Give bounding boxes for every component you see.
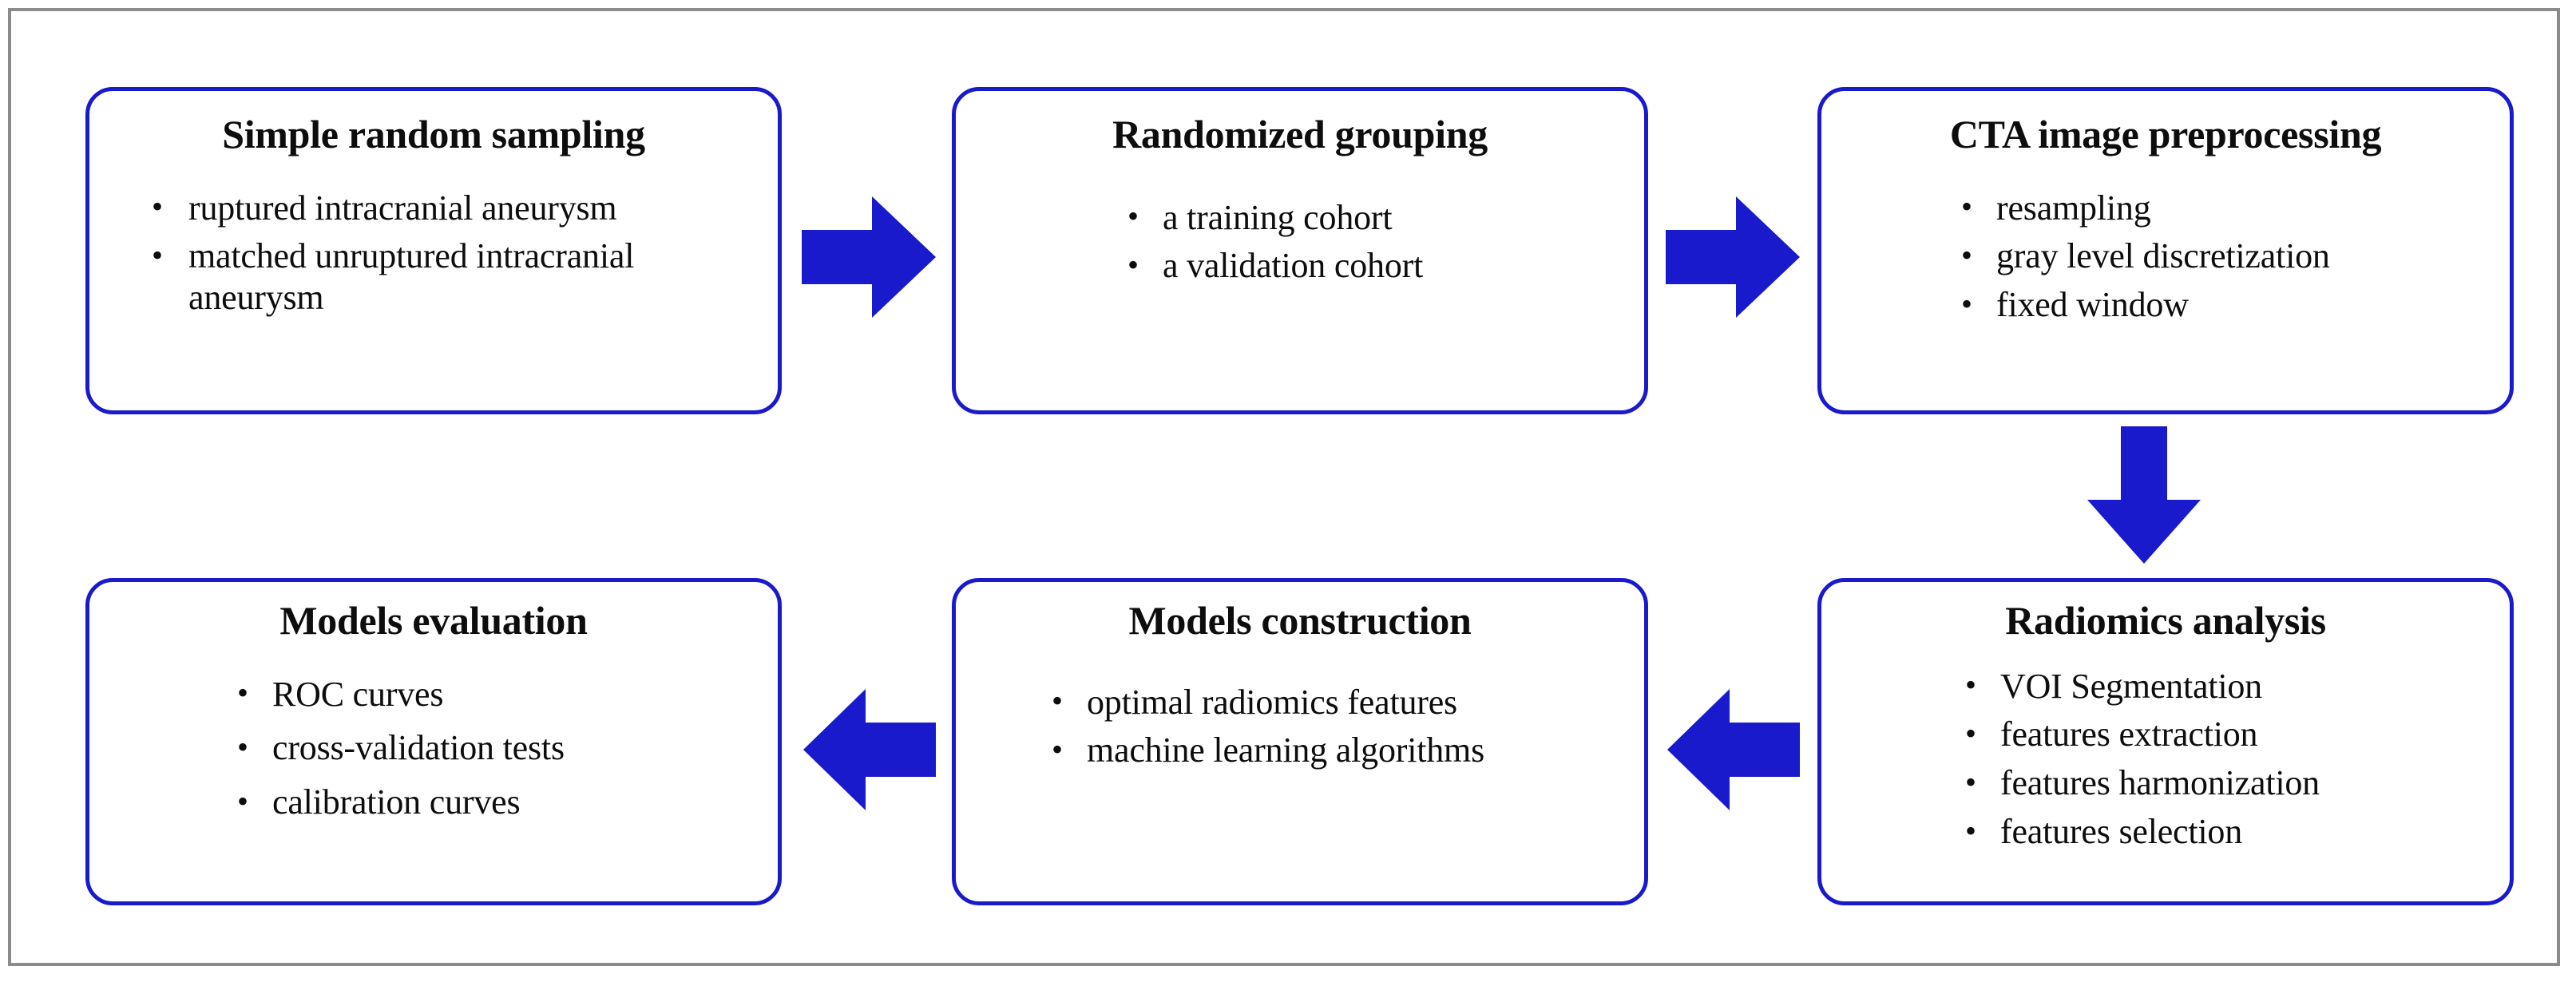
list-item-label: features extraction [2000, 715, 2258, 754]
bullet-dot-icon: • [1127, 198, 1139, 235]
box-title-radiomics-analysis: Radiomics analysis [2005, 598, 2326, 643]
list-item-label: cross-validation tests [272, 728, 565, 768]
list-item: • resampling [1961, 188, 2510, 229]
list-item: • features selection [1965, 811, 2510, 853]
list-item-label: gray level discretization [1996, 236, 2330, 276]
figure-frame: Simple random sampling • ruptured intrac… [8, 8, 2560, 966]
list-item-label: features selection [2000, 812, 2243, 852]
flow-box-randomized-grouping: Randomized grouping • a training cohort … [952, 87, 1648, 414]
bullet-dot-icon: • [152, 237, 163, 274]
list-item-label: ruptured intracranial aneurysm [188, 188, 617, 228]
arrow-left-icon-radiomics-to-construction [1666, 686, 1801, 814]
arrow-right-icon-grouping-to-preprocessing [1666, 193, 1801, 321]
flow-box-models-evaluation: Models evaluation • ROC curves • cross-v… [85, 578, 782, 905]
bullet-dot-icon: • [1052, 731, 1063, 768]
list-item-label: ROC curves [272, 674, 444, 714]
bullet-list-cta-image-preprocessing: • resampling • gray level discretization… [1961, 188, 2510, 327]
bullet-dot-icon: • [1961, 237, 1972, 274]
bullet-list-simple-random-sampling: • ruptured intracranial aneurysm • match… [152, 188, 763, 319]
bullet-dot-icon: • [1127, 247, 1139, 283]
list-item: • features extraction [1965, 714, 2510, 755]
arrow-right-icon-sampling-to-grouping [802, 193, 937, 321]
bullet-dot-icon: • [1052, 683, 1063, 719]
list-item-label: a validation cohort [1163, 246, 1424, 286]
arrow-left-icon-construction-to-evaluation [802, 686, 937, 814]
list-item: • ROC curves [237, 674, 778, 715]
list-item: • cross-validation tests [237, 727, 778, 769]
box-title-simple-random-sampling: Simple random sampling [222, 112, 645, 156]
box-title-models-construction: Models construction [1128, 598, 1472, 643]
box-title-models-evaluation: Models evaluation [279, 598, 588, 643]
bullet-dot-icon: • [1965, 813, 1976, 849]
list-item: • VOI Segmentation [1965, 666, 2510, 707]
list-item-label: optimal radiomics features [1087, 682, 1457, 722]
list-item: • optimal radiomics features [1052, 682, 1644, 723]
bullet-list-radiomics-analysis: • VOI Segmentation • features extraction… [1965, 666, 2510, 853]
bullet-dot-icon: • [237, 675, 248, 711]
bullet-dot-icon: • [152, 188, 163, 225]
bullet-dot-icon: • [237, 729, 248, 766]
flow-box-models-construction: Models construction • optimal radiomics … [952, 578, 1648, 905]
bullet-dot-icon: • [237, 783, 248, 820]
bullet-list-models-evaluation: • ROC curves • cross-validation tests • … [237, 674, 778, 824]
box-title-randomized-grouping: Randomized grouping [1112, 112, 1488, 156]
bullet-list-models-construction: • optimal radiomics features • machine l… [1052, 682, 1644, 772]
box-title-cta-image-preprocessing: CTA image preprocessing [1949, 112, 2382, 156]
list-item-label: machine learning algorithms [1087, 731, 1485, 770]
bullet-dot-icon: • [1965, 764, 1976, 801]
flow-box-cta-image-preprocessing: CTA image preprocessing • resampling • g… [1817, 87, 2514, 414]
list-item-label: fixed window [1996, 285, 2189, 325]
list-item: • ruptured intracranial aneurysm [152, 188, 763, 229]
bullet-dot-icon: • [1961, 286, 1972, 323]
list-item: • fixed window [1961, 284, 2510, 326]
bullet-dot-icon: • [1965, 667, 1976, 703]
list-item-label: features harmonization [2000, 763, 2320, 803]
list-item-label: matched unruptured intracranial aneurysm [188, 236, 635, 318]
flow-box-radiomics-analysis: Radiomics analysis • VOI Segmentation • … [1817, 578, 2514, 905]
list-item: • gray level discretization [1961, 236, 2510, 277]
list-item: • matched unruptured intracranial aneury… [152, 236, 763, 319]
list-item: • a validation cohort [1127, 245, 1644, 287]
list-item: • features harmonization [1965, 762, 2510, 804]
list-item-label: resampling [1996, 188, 2151, 228]
list-item: • machine learning algorithms [1052, 730, 1644, 771]
list-item-label: calibration curves [272, 782, 521, 822]
bullet-dot-icon: • [1961, 188, 1972, 225]
arrow-down-icon-preprocessing-to-radiomics [2084, 426, 2204, 566]
list-item-label: a training cohort [1163, 197, 1393, 237]
list-item: • calibration curves [237, 782, 778, 823]
bullet-list-randomized-grouping: • a training cohort • a validation cohor… [1127, 197, 1644, 287]
bullet-dot-icon: • [1965, 715, 1976, 752]
list-item: • a training cohort [1127, 197, 1644, 239]
flow-box-simple-random-sampling: Simple random sampling • ruptured intrac… [85, 87, 782, 414]
list-item-label: VOI Segmentation [2000, 666, 2262, 706]
